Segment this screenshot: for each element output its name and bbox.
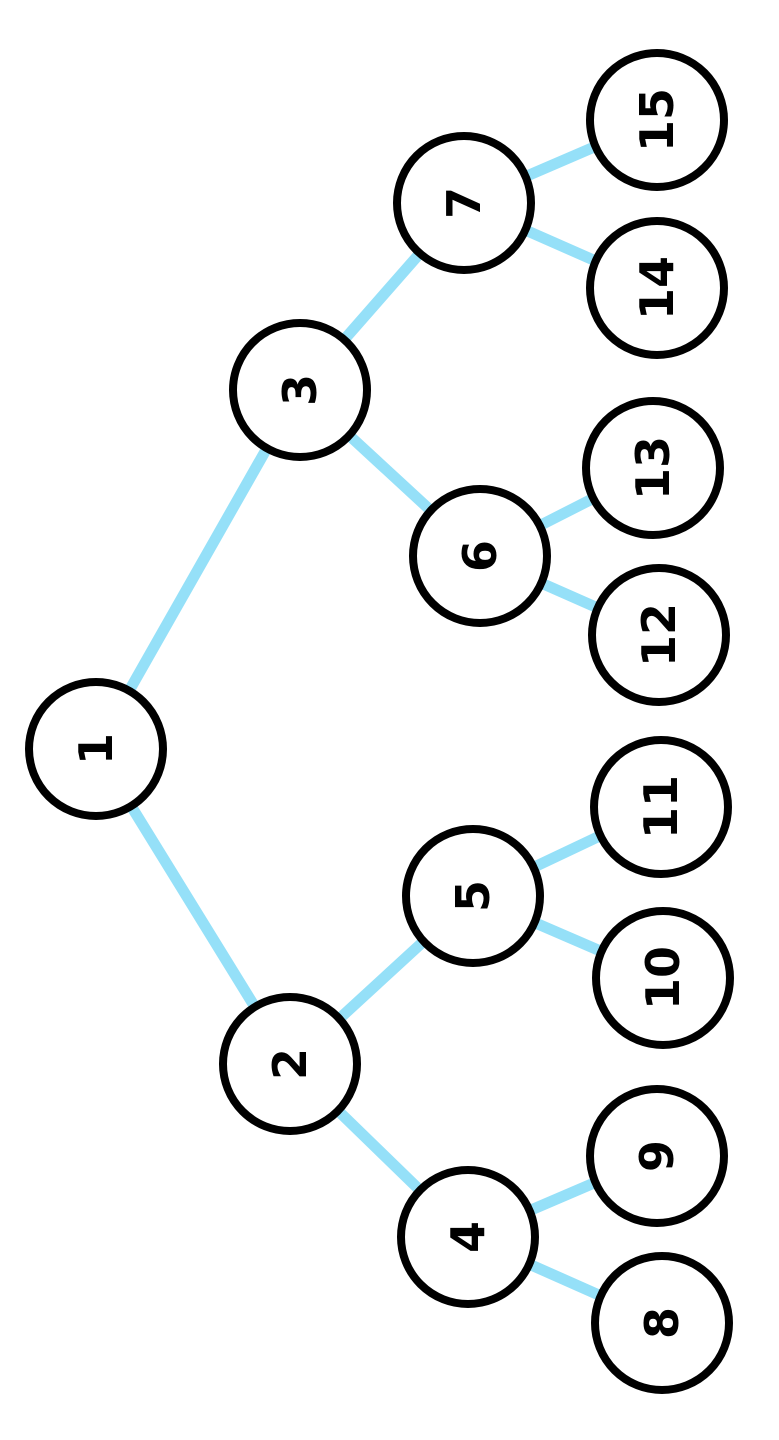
node-label: 6 [453,540,507,572]
tree-node-13: 13 [582,397,724,539]
node-circle [402,825,544,967]
tree-node-4: 4 [397,1166,539,1308]
node-label: 9 [630,1140,684,1172]
edges-layer [90,114,669,1329]
node-circle [592,907,734,1049]
tree-node-3: 3 [229,319,371,461]
tree-node-14: 14 [586,217,728,359]
node-label: 7 [437,187,491,219]
node-circle [397,1166,539,1308]
node-circle [409,485,551,627]
tree-node-15: 15 [586,49,728,191]
tree-node-6: 6 [409,485,551,627]
node-label: 1 [69,733,123,765]
tree-node-10: 10 [592,907,734,1049]
node-label: 11 [634,775,688,839]
tree-node-9: 9 [586,1085,728,1227]
node-circle [591,1252,733,1394]
node-label: 14 [630,256,684,320]
node-label: 3 [273,374,327,406]
tree-node-5: 5 [402,825,544,967]
node-label: 10 [636,946,690,1010]
node-label: 12 [632,603,686,667]
node-circle [588,564,730,706]
node-circle [590,736,732,878]
node-circle [25,678,167,820]
node-circle [586,49,728,191]
tree-node-1: 1 [25,678,167,820]
tree-node-11: 11 [590,736,732,878]
node-label: 13 [626,436,680,500]
node-label: 4 [441,1221,495,1253]
node-circle [582,397,724,539]
tree-node-8: 8 [591,1252,733,1394]
node-label: 5 [446,880,500,912]
tree-node-12: 12 [588,564,730,706]
tree-node-2: 2 [219,993,361,1135]
node-label: 15 [630,88,684,152]
node-label: 8 [635,1307,689,1339]
node-circle [393,132,535,274]
node-circle [219,993,361,1135]
node-circle [586,217,728,359]
node-circle [229,319,371,461]
node-circle [586,1085,728,1227]
node-label: 2 [263,1048,317,1080]
tree-node-7: 7 [393,132,535,274]
